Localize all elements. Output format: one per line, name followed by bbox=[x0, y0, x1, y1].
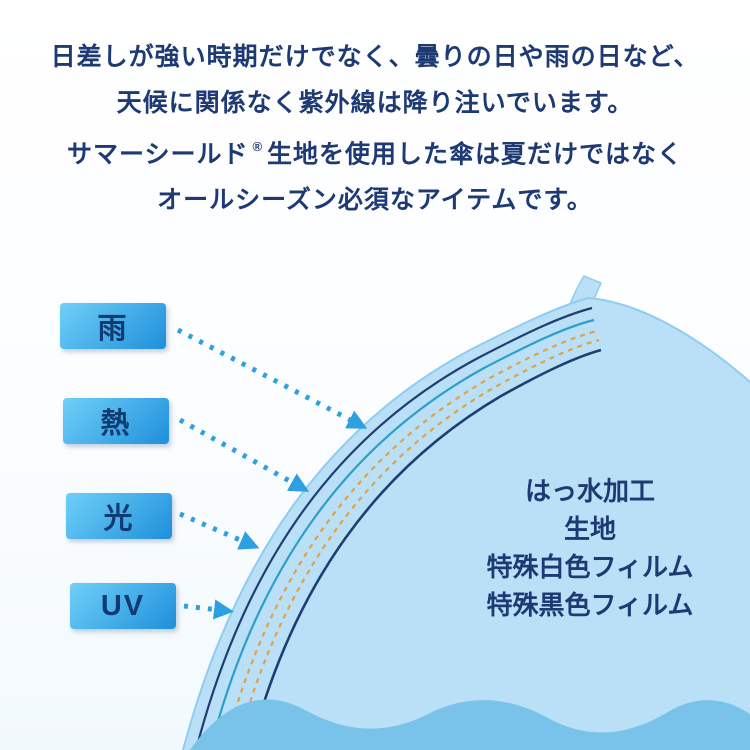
factor-label-light-text: 光 bbox=[103, 503, 135, 535]
intro-line-3-rest: 生地を使用した傘は夏だけではなく bbox=[267, 140, 684, 169]
factor-label-heat-text: 熱 bbox=[100, 408, 132, 440]
factor-label-uv-text: UV bbox=[100, 589, 146, 622]
layer-line-water-repellent bbox=[194, 306, 593, 750]
registered-trademark-symbol: ® bbox=[252, 139, 264, 154]
arrow-heat bbox=[178, 417, 310, 492]
fabric-layer-white-film: 特殊白色フィルム bbox=[486, 552, 694, 582]
canopy-scalloped-edge bbox=[190, 699, 750, 750]
factor-label-uv: UV bbox=[70, 583, 176, 629]
intro-line-2: 天候に関係なく紫外線は降り注いでいます。 bbox=[116, 89, 634, 117]
fabric-layer-list: はっ水加工 生地 特殊白色フィルム 特殊黒色フィルム bbox=[430, 472, 750, 624]
intro-line-3: サマーシールド®生地を使用した傘は夏だけではなく bbox=[0, 126, 750, 177]
layer-line-black-film bbox=[248, 348, 602, 750]
brand-name: サマーシールド bbox=[66, 140, 249, 169]
layer-line-white-film-1 bbox=[222, 329, 598, 750]
canopy-edge-line bbox=[182, 296, 750, 750]
arrow-rain bbox=[176, 327, 368, 429]
factor-label-rain: 雨 bbox=[60, 303, 166, 349]
fabric-layer-fabric: 生地 bbox=[563, 514, 616, 544]
intro-line-1: 日差しが強い時期だけでなく、曇りの日や雨の日など、 bbox=[50, 43, 700, 71]
fabric-layer-black-film: 特殊黒色フィルム bbox=[486, 590, 694, 620]
fabric-layer-water-repellent: はっ水加工 bbox=[524, 476, 655, 506]
intro-text: 日差しが強い時期だけでなく、曇りの日や雨の日など、 天候に関係なく紫外線は降り注… bbox=[0, 34, 750, 223]
arrow-uv bbox=[183, 599, 234, 620]
umbrella-canopy bbox=[183, 298, 750, 750]
factor-label-heat: 熱 bbox=[63, 398, 169, 444]
intro-line-4: オールシーズン必須なアイテムです。 bbox=[157, 186, 593, 215]
factor-label-light: 光 bbox=[66, 493, 172, 539]
factor-label-rain-text: 雨 bbox=[97, 313, 129, 345]
layer-line-fabric bbox=[208, 318, 595, 750]
arrow-light bbox=[179, 511, 260, 550]
